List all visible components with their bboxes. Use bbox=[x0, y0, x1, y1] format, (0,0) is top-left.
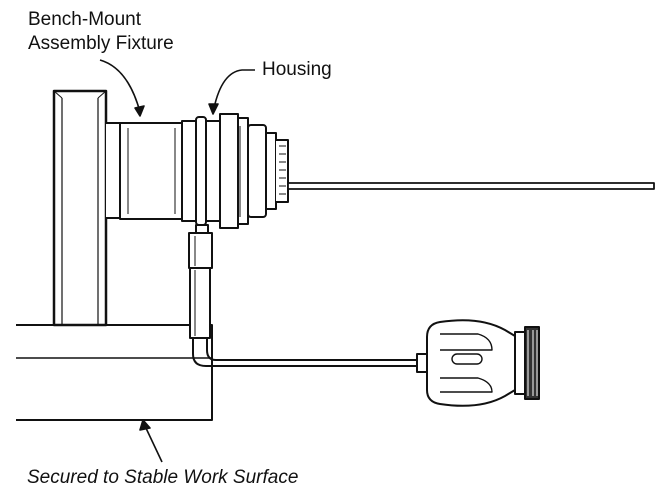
surface-label: Secured to Stable Work Surface bbox=[27, 467, 299, 488]
leader-fixture bbox=[99, 59, 145, 117]
work-surface-base bbox=[16, 324, 213, 421]
fixture-plate bbox=[52, 89, 108, 327]
probe-rod bbox=[287, 182, 655, 190]
fixture-label-line1: Bench-Mount bbox=[28, 9, 142, 30]
housing-label: Housing bbox=[262, 59, 332, 80]
cable bbox=[192, 338, 420, 367]
housing-thread bbox=[265, 132, 289, 210]
fixture-clamp bbox=[106, 122, 183, 220]
cable-fitting bbox=[188, 224, 213, 339]
fixture-label-line2: Assembly Fixture bbox=[28, 33, 174, 54]
leader-surface bbox=[139, 419, 163, 463]
connector bbox=[416, 319, 540, 407]
housing-body bbox=[181, 113, 267, 229]
leader-housing bbox=[208, 69, 255, 115]
fixture-label: Bench-Mount Assembly Fixture bbox=[28, 8, 174, 56]
